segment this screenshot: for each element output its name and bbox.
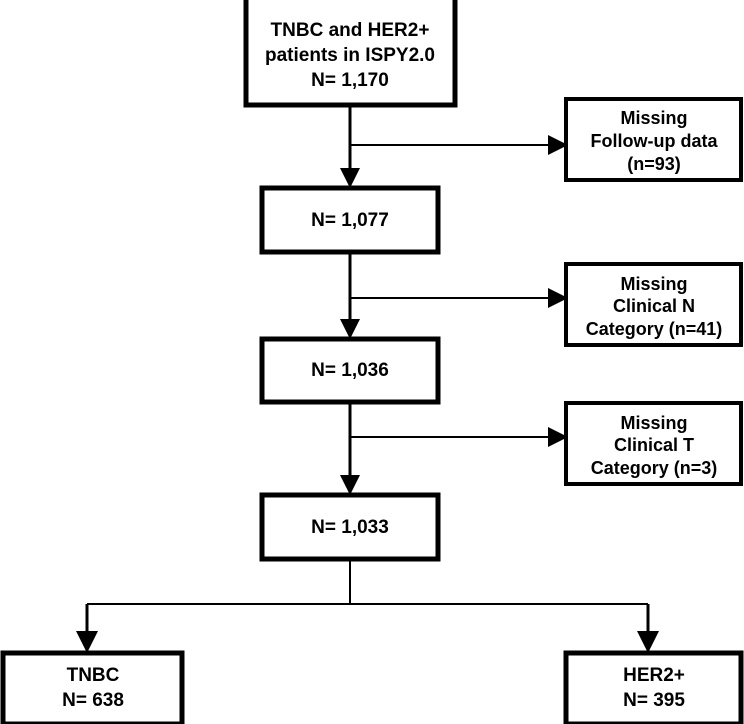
- node-group-her2-line-1: HER2+: [623, 665, 685, 686]
- node-after-followup-box: [259, 185, 441, 255]
- arrowhead-to-clinical-n-box: [340, 319, 360, 339]
- node-excluded-clinical-n-box: [564, 262, 743, 347]
- node-after-followup-label: N= 1,077: [311, 210, 389, 231]
- node-excluded-followup-line-1: Missing: [620, 108, 687, 128]
- node-cohort-total-box: [243, 0, 458, 108]
- arrowhead-to-clinical-t-box: [340, 475, 360, 495]
- node-excluded-clinical-n-line-3: Category (n=41): [586, 319, 723, 339]
- arrowhead-to-her2-box: [637, 631, 659, 653]
- node-group-tnbc-line-2: N= 638: [62, 690, 124, 711]
- node-after-clinical-t-label: N= 1,033: [311, 517, 389, 538]
- node-cohort-total-line-3: N= 1,170: [311, 70, 389, 91]
- arrowhead-to-tnbc-box: [76, 631, 98, 653]
- arrowhead-to-excluded-clinical-t: [548, 427, 568, 447]
- node-group-her2-line-2: N= 395: [623, 690, 685, 711]
- node-excluded-clinical-t-line-3: Category (n=3): [591, 458, 718, 478]
- node-excluded-followup-line-3: (n=93): [627, 154, 681, 174]
- node-after-clinical-n-label: N= 1,036: [311, 360, 389, 381]
- node-excluded-clinical-t-line-1: Missing: [620, 413, 687, 433]
- node-excluded-clinical-n-line-2: Clinical N: [613, 296, 695, 316]
- node-group-tnbc-line-1: TNBC: [67, 665, 120, 686]
- node-excluded-followup-box: [564, 97, 743, 182]
- arrowhead-to-excluded-clinical-n: [548, 288, 568, 308]
- node-cohort-total-line-1: TNBC and HER2+: [271, 20, 430, 41]
- node-excluded-clinical-n-line-1: Missing: [620, 274, 687, 294]
- node-after-clinical-n-box: [259, 336, 441, 405]
- node-group-tnbc-box: [0, 650, 185, 724]
- node-after-clinical-t-box: [259, 492, 441, 562]
- arrowhead-to-followup-box: [340, 168, 360, 188]
- node-excluded-followup-line-2: Follow-up data: [591, 131, 719, 151]
- node-group-her2-box: [563, 650, 744, 724]
- arrowhead-to-excluded-followup: [548, 135, 568, 155]
- node-excluded-clinical-t-box: [564, 401, 743, 486]
- node-cohort-total-line-2: patients in ISPY2.0: [265, 45, 435, 66]
- node-excluded-clinical-t-line-2: Clinical T: [614, 435, 694, 455]
